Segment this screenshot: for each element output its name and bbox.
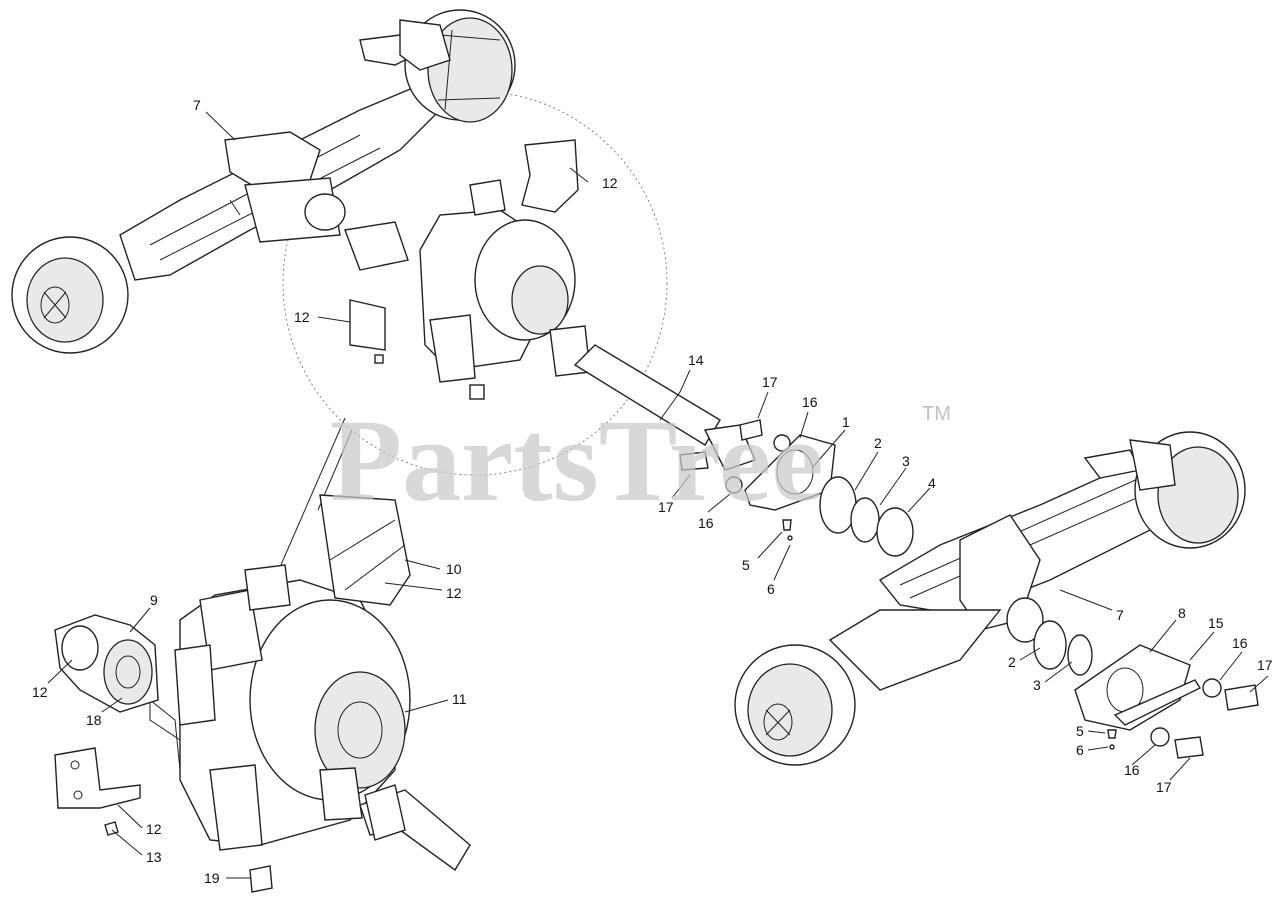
- mounting-bracket: [54, 747, 141, 836]
- callout-14: 14: [688, 352, 704, 368]
- callout-16: 16: [1232, 635, 1248, 651]
- callout-12: 12: [602, 175, 618, 191]
- callout-2: 2: [874, 435, 882, 451]
- detail-circle: [282, 90, 668, 476]
- callout-16: 16: [802, 394, 818, 410]
- transmission-detail: [304, 139, 591, 400]
- callout-7: 7: [193, 97, 201, 113]
- callout-6: 6: [767, 581, 775, 597]
- callout-2: 2: [1008, 654, 1016, 670]
- callout-19: 19: [204, 870, 220, 886]
- callout-17: 17: [1156, 779, 1172, 795]
- leader-lines: [47, 111, 1269, 879]
- callout-12: 12: [32, 684, 48, 700]
- callout-16: 16: [698, 515, 714, 531]
- callout-7: 7: [1116, 607, 1124, 623]
- watermark-text: PartsTree: [330, 395, 824, 526]
- callout-9: 9: [150, 592, 158, 608]
- callout-3: 3: [902, 453, 910, 469]
- callout-13: 13: [146, 849, 162, 865]
- callout-17: 17: [658, 499, 674, 515]
- callout-6: 6: [1076, 742, 1084, 758]
- detail-connector: [269, 417, 346, 591]
- callout-labels: 7 12 12 14 17 16 1 2 3 4 17 16 5 6 10 12…: [32, 97, 1273, 886]
- callout-18: 18: [86, 712, 102, 728]
- callout-12: 12: [294, 309, 310, 325]
- callout-11: 11: [452, 691, 467, 707]
- right-flange-group: [1033, 620, 1259, 759]
- front-axle: [734, 431, 1246, 766]
- seal-group: [679, 419, 914, 557]
- coupling: [54, 614, 159, 713]
- watermark-trademark: TM: [922, 403, 951, 425]
- callout-16: 16: [1124, 762, 1140, 778]
- transmission-large: [149, 494, 471, 872]
- callout-12: 12: [446, 585, 462, 601]
- callout-8: 8: [1178, 605, 1186, 621]
- callout-15: 15: [1208, 615, 1224, 631]
- callout-4: 4: [928, 475, 936, 491]
- drain-plug: [249, 865, 273, 893]
- callout-10: 10: [446, 561, 462, 577]
- callout-17: 17: [762, 374, 778, 390]
- callout-5: 5: [1076, 723, 1084, 739]
- callout-3: 3: [1033, 677, 1041, 693]
- callout-12: 12: [146, 821, 162, 837]
- callout-5: 5: [742, 557, 750, 573]
- callout-17: 17: [1257, 657, 1273, 673]
- callout-1: 1: [842, 414, 850, 430]
